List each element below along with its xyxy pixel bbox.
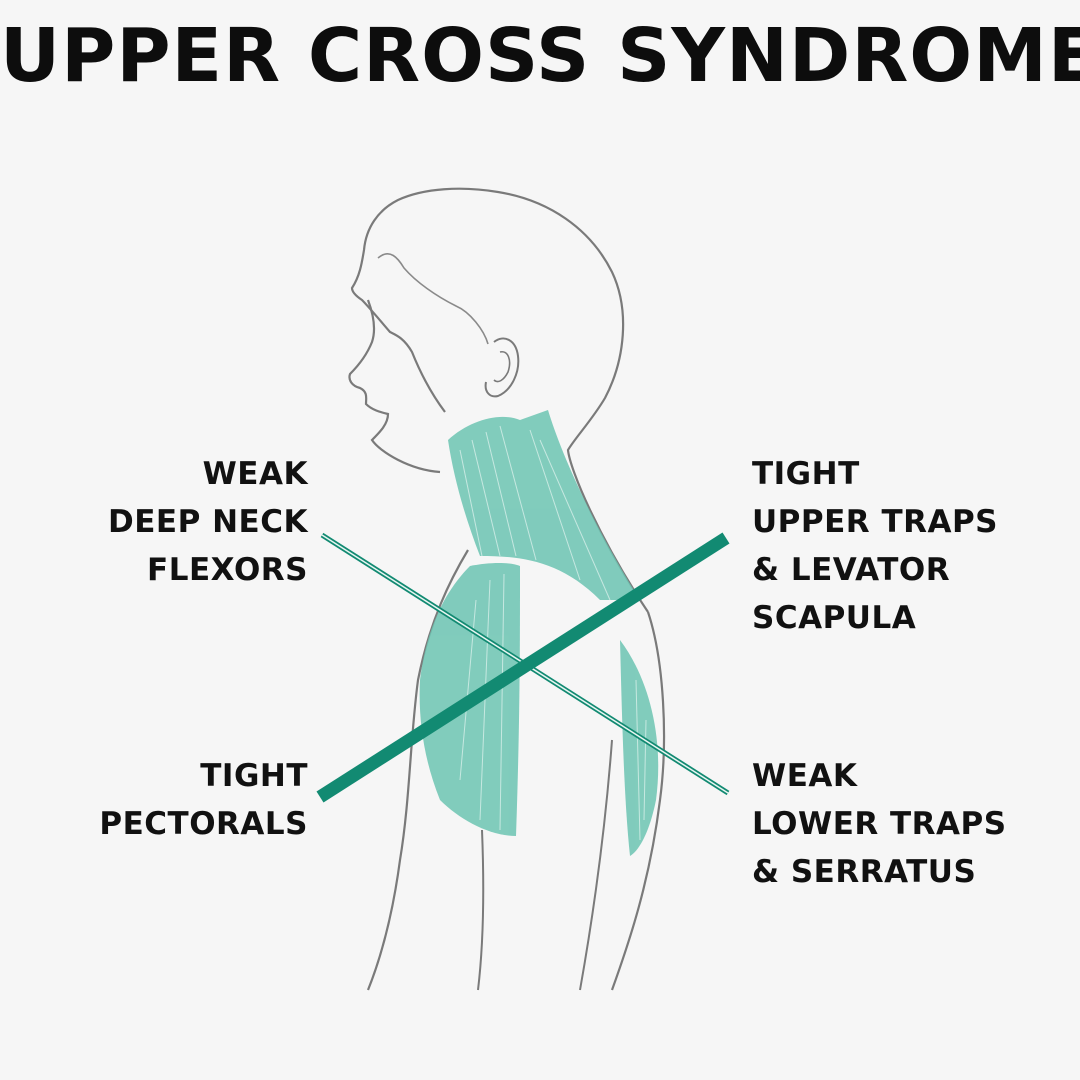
label-line: UPPER TRAPS	[752, 504, 999, 540]
head-outline	[350, 187, 649, 613]
face-outline	[348, 299, 441, 474]
arm-back-outline	[579, 739, 613, 991]
tight-diagonal-line	[316, 532, 730, 803]
label-line: DEEP NECK	[108, 504, 308, 540]
label-line: SCAPULA	[752, 600, 917, 636]
label-line: & SERRATUS	[752, 854, 977, 890]
label-line: & LEVATOR	[752, 552, 951, 588]
label-line: WEAK	[202, 456, 308, 492]
neck-muscles	[448, 410, 640, 600]
label-line: TIGHT	[752, 456, 860, 492]
ear-outline	[484, 337, 520, 398]
arm-front-outline	[477, 829, 485, 991]
lower-back-muscle	[620, 640, 659, 856]
back-outline	[610, 611, 666, 991]
label-line: PECTORALS	[99, 806, 308, 842]
label-line: WEAK	[752, 758, 858, 794]
label-tight-upper-traps: TIGHT UPPER TRAPS & LEVATOR SCAPULA	[752, 450, 998, 642]
label-line: LOWER TRAPS	[752, 806, 1007, 842]
label-line: FLEXORS	[147, 552, 308, 588]
page-title: UPPER CROSS SYNDROME	[0, 13, 1080, 99]
label-line: TIGHT	[200, 758, 308, 794]
muscle-fiber-lines	[459, 425, 647, 841]
label-weak-lower-traps: WEAK LOWER TRAPS & SERRATUS	[752, 752, 1007, 896]
hairline-outline	[377, 253, 489, 345]
label-weak-deep-neck-flexors: WEAK DEEP NECK FLEXORS	[108, 450, 308, 594]
label-tight-pectorals: TIGHT PECTORALS	[99, 752, 308, 848]
ear-inner-outline	[493, 350, 511, 383]
